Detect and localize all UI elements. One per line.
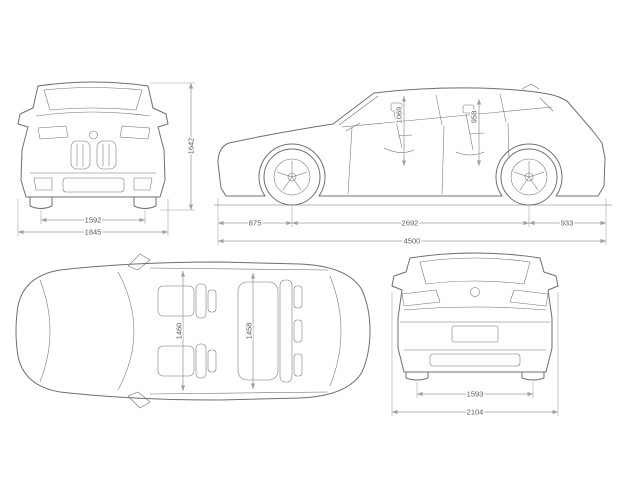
front-hood-crease [35,111,151,117]
rear-view-dimensions: 1593 2104 [391,292,559,418]
side-front-rim [273,158,311,196]
top-left-mirror-icon [127,253,151,271]
top-rear-window-arc [329,275,342,387]
front-overhang-label: 875 [249,219,262,228]
front-grille-right-kidney [96,140,117,170]
front-windshield [43,87,143,111]
front-width-label: 1845 [85,228,102,237]
rear-right-taillight-icon [509,289,549,307]
license-plate [451,325,499,343]
side-rear-glass-line [539,97,554,112]
front-interior-height-label: 1069 [395,107,404,124]
side-beltline [341,106,553,128]
top-view-drawing [15,253,371,409]
rear-view-drawing [391,252,559,381]
front-body-outline [17,81,169,198]
front-grille-slats [76,143,110,167]
top-hood-edge [39,279,51,383]
front-track-label: 1592 [85,216,102,225]
side-rear-rim [510,158,548,196]
passenger-seat-cushion [157,345,195,377]
front-grille-left-kidney [70,140,91,170]
driver-seat-cushion [157,285,195,317]
wheelbase-label: 2692 [402,219,419,228]
rear-window [419,257,531,285]
rear-headrest-right [293,353,303,377]
rear-seat-headrest [462,104,475,114]
rear-tailgate-line [403,306,547,311]
front-left-headlight-icon [37,125,69,140]
top-windshield-arc [117,271,135,391]
front-lower-intake [62,177,125,193]
front-height-extension-lines [150,82,195,211]
rear-roundel-icon [470,287,480,297]
rear-interior-width-label: 1458 [245,323,254,340]
rear-overhang-label: 933 [561,219,574,228]
top-body-outline [15,261,371,401]
side-door-lines [347,122,510,195]
top-right-mirror-icon [127,391,151,409]
passenger-seat-backrest [195,343,207,379]
front-right-headlight-icon [119,125,151,140]
overall-length-label: 4500 [404,237,421,246]
shark-fin-antenna-icon [521,83,540,90]
rear-width-extension-lines [391,292,559,416]
side-door-handles [397,132,485,137]
side-view-dimensions: 1069 958 875 2692 933 4500 [217,96,607,247]
rear-track-label: 1593 [467,390,484,399]
rear-left-wheel [405,371,429,381]
side-view-drawing [213,83,613,206]
rear-left-taillight-icon [401,289,441,307]
front-width-extension-lines [17,199,169,236]
steering-column [345,122,361,132]
front-interior-width-label: 1460 [175,323,184,340]
rear-headrest-center [293,319,303,343]
rear-interior-height-label: 958 [470,111,479,124]
front-view-drawing [17,81,169,209]
driver-headrest [207,289,217,313]
brand-roundel-icon [89,130,98,140]
side-rear-spokes [513,160,545,191]
rear-headrest-left [293,285,303,309]
front-view-dimensions: 1592 1845 1642 [17,82,197,238]
rear-right-wheel [521,371,545,381]
front-right-wheel [133,197,157,209]
front-height-label: 1642 [187,138,196,155]
driver-seat-backrest [195,283,207,319]
rear-bench-backrest [279,279,293,383]
side-front-spokes [276,160,308,191]
rear-width-label: 2104 [467,408,484,417]
side-body-outline [217,87,606,197]
rear-bench-cushion [237,281,279,381]
side-c-pillar [499,93,507,123]
front-left-wheel [29,197,53,209]
side-windshield-inner [338,95,379,126]
rear-seat [455,113,485,156]
front-fog-vents [33,177,153,191]
top-roof-side-lines [149,267,329,395]
rear-diffuser [429,353,521,367]
top-view-dimensions: 1460 1458 [173,271,256,391]
rear-body-outline [391,252,559,373]
passenger-headrest [207,349,217,373]
front-seat [383,111,415,153]
side-b-pillar [435,94,443,126]
